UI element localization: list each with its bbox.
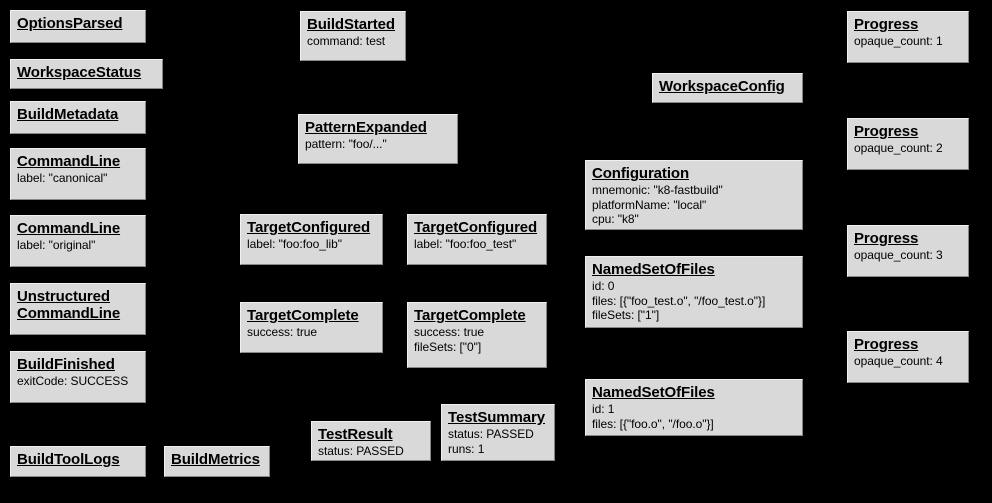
node-title: WorkspaceStatus	[17, 64, 142, 81]
node-title: PatternExpanded	[305, 119, 427, 136]
node-fields: success: true fileSets: ["0"]	[414, 325, 485, 354]
node-title: TargetConfigured	[414, 219, 538, 236]
node-fields: opaque_count: 1	[854, 34, 943, 48]
node-title: BuildMetrics	[171, 451, 260, 468]
node-title: CommandLine	[17, 153, 121, 170]
node-title: NamedSetOfFiles	[592, 384, 715, 401]
node-title: Progress	[854, 123, 919, 140]
node-fields: opaque_count: 3	[854, 248, 943, 262]
node-title: BuildStarted	[307, 16, 395, 33]
node-title: TargetComplete	[414, 307, 526, 324]
node-title: TargetConfigured	[247, 219, 371, 236]
node-build-tool-logs[interactable]: BuildToolLogs	[10, 446, 146, 477]
node-fields: opaque_count: 4	[854, 354, 943, 368]
node-title: Progress	[854, 230, 919, 247]
node-fields: opaque_count: 2	[854, 141, 943, 155]
node-unstructured-command-line[interactable]: Unstructured CommandLine	[10, 283, 146, 335]
node-title: BuildMetadata	[17, 106, 119, 123]
node-options-parsed[interactable]: OptionsParsed	[10, 10, 146, 43]
node-fields: success: true	[247, 325, 318, 339]
node-fields: id: 1 files: [{"foo.o", "/foo.o"}]	[592, 402, 714, 431]
node-fields: label: "canonical"	[17, 171, 108, 185]
node-title: Progress	[854, 336, 919, 353]
node-build-metadata[interactable]: BuildMetadata	[10, 101, 146, 134]
node-fields: label: "foo:foo_test"	[414, 237, 517, 251]
node-fields: mnemonic: "k8-fastbuild" platformName: "…	[592, 183, 723, 226]
node-title: Progress	[854, 16, 919, 33]
node-title: WorkspaceConfig	[659, 78, 785, 95]
node-fields: label: "original"	[17, 238, 96, 252]
node-title: CommandLine	[17, 220, 121, 237]
node-workspace-status[interactable]: WorkspaceStatus	[10, 59, 163, 89]
node-build-metrics[interactable]: BuildMetrics	[164, 446, 270, 477]
node-fields: label: "foo:foo_lib"	[247, 237, 342, 251]
node-title: TargetComplete	[247, 307, 359, 324]
node-title: Configuration	[592, 165, 690, 182]
node-workspace-config[interactable]: WorkspaceConfig	[652, 73, 803, 103]
node-title: BuildToolLogs	[17, 451, 120, 468]
node-title: NamedSetOfFiles	[592, 261, 715, 278]
node-title: TestResult	[318, 426, 393, 443]
node-title: Unstructured CommandLine	[17, 288, 121, 322]
node-fields: command: test	[307, 34, 386, 48]
node-fields: status: PASSED runs: 1	[448, 427, 534, 456]
node-fields: exitCode: SUCCESS	[17, 374, 129, 388]
node-title: TestSummary	[448, 409, 545, 426]
node-fields: pattern: "foo/..."	[305, 137, 387, 151]
node-title: BuildFinished	[17, 356, 115, 373]
node-fields: id: 0 files: [{"foo_test.o", "/foo_test.…	[592, 279, 766, 322]
node-fields: status: PASSED	[318, 444, 404, 458]
node-title: OptionsParsed	[17, 15, 123, 32]
